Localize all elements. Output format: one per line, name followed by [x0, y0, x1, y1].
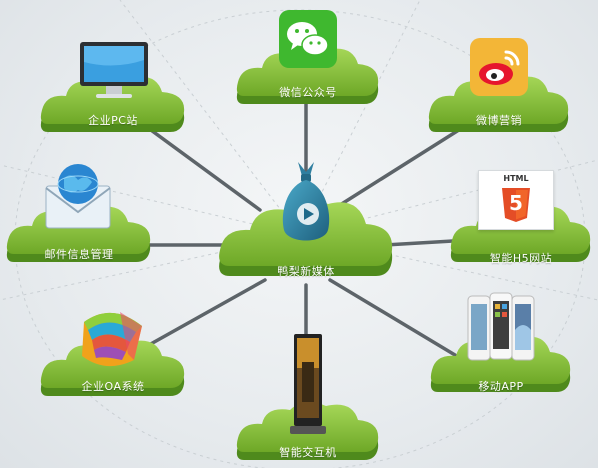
node-email[interactable]: 邮件信息管理: [4, 160, 154, 268]
node-app-label: 移动APP: [478, 380, 524, 393]
cloud-shape: [40, 73, 185, 132]
node-wechat-label: 微信公众号: [279, 86, 337, 99]
node-oa[interactable]: 企业OA系统: [38, 300, 188, 404]
connector-pc: [138, 120, 262, 212]
kiosk-icon: [290, 334, 326, 434]
node-kiosk-label: 智能交互机: [279, 446, 337, 459]
connector-app: [328, 278, 457, 357]
node-h5[interactable]: HTML 5 智能H5网站: [448, 170, 594, 270]
node-wechat[interactable]: 微信公众号: [234, 10, 382, 110]
center-label: 鸭梨新媒体: [277, 265, 335, 278]
node-pc-label: 企业PC站: [88, 114, 138, 127]
node-oa-label: 企业OA系统: [81, 380, 145, 393]
cloud-shape: [428, 73, 569, 132]
pear-bag-icon: [282, 162, 330, 241]
html5-icon: HTML 5: [478, 170, 554, 230]
node-app[interactable]: 移动APP: [428, 290, 574, 400]
cloud-shape: [6, 203, 151, 262]
node-weibo[interactable]: 微博营销: [426, 38, 572, 138]
wechat-icon: [279, 10, 337, 68]
cloud-shape: [236, 45, 379, 104]
html5-shield: [502, 188, 530, 222]
weibo-icon: [470, 38, 528, 96]
html5-badge-number: 5: [509, 191, 523, 215]
node-pc[interactable]: 企业PC站: [38, 38, 188, 138]
connector-weibo: [338, 126, 464, 207]
node-h5-label: 智能H5网站: [489, 252, 553, 265]
monitor-icon: [80, 42, 148, 98]
connector-oa: [138, 278, 267, 352]
node-weibo-label: 微博营销: [476, 114, 522, 127]
email-icon: [45, 164, 111, 229]
html5-badge-text: HTML: [503, 174, 529, 183]
node-kiosk[interactable]: 智能交互机: [234, 332, 382, 464]
center-node[interactable]: 鸭梨新媒体: [216, 158, 396, 290]
smartphones-icon: [467, 292, 535, 361]
oa-cube-icon: [82, 312, 142, 367]
node-email-label: 邮件信息管理: [44, 248, 114, 261]
